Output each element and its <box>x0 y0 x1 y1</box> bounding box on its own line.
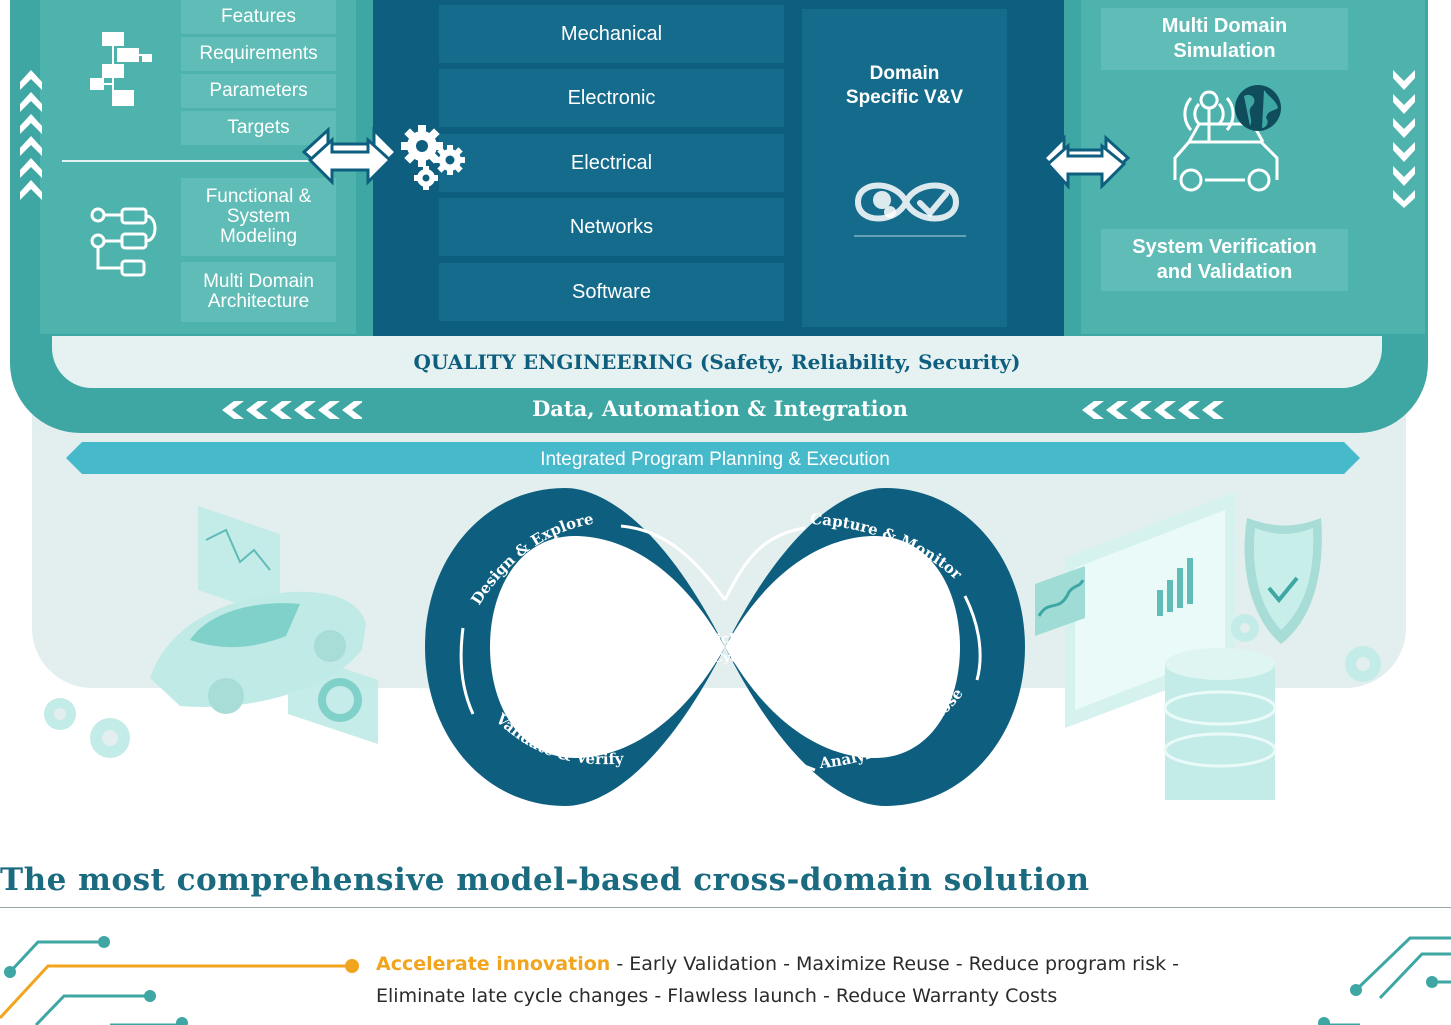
networks-box[interactable]: Networks <box>439 198 784 256</box>
chevron-left-icon <box>222 401 362 419</box>
dashboard-illustration <box>1035 492 1381 800</box>
parameters-label: Parameters <box>209 80 308 102</box>
verification-loop-icon <box>854 182 966 237</box>
globe-icon <box>1235 85 1281 131</box>
benefits-line-1-rest: - Early Validation - Maximize Reuse - Re… <box>610 953 1180 975</box>
multi-domain-architecture-box[interactable]: Multi Domain Architecture <box>181 262 336 322</box>
quality-band <box>52 336 1382 388</box>
mechanical-box[interactable]: Mechanical <box>439 5 784 63</box>
software-box[interactable]: Software <box>439 263 784 321</box>
benefits-line-1: Accelerate innovation - Early Validation… <box>376 953 1179 975</box>
electrical-box[interactable]: Electrical <box>439 134 784 192</box>
multi-domain-simulation-label: Multi Domain Simulation <box>1161 15 1288 62</box>
networks-label: Networks <box>569 215 654 238</box>
data-automation-label: Data, Automation & Integration <box>532 396 908 421</box>
requirements-box[interactable]: Requirements <box>181 37 336 71</box>
functional-modeling-box[interactable]: Functional & System Modeling <box>181 178 336 256</box>
functional-modeling-label: Functional & System Modeling <box>205 186 312 247</box>
system-vv-label: System Verification and Validation <box>1132 236 1317 283</box>
domain-vv-box[interactable] <box>802 9 1007 327</box>
program-planning-label: Integrated Program Planning & Execution <box>540 449 890 470</box>
electronic-label: Electronic <box>567 86 656 109</box>
targets-label: Targets <box>227 117 290 139</box>
gears-icon <box>401 125 465 190</box>
chevron-left-icon <box>1082 401 1224 419</box>
mechanical-label: Mechanical <box>560 22 663 45</box>
bidirectional-arrow-icon <box>301 126 399 186</box>
parameters-box[interactable]: Parameters <box>181 74 336 108</box>
left-divider <box>62 160 322 162</box>
process-flow-icon <box>90 207 157 277</box>
lifecycle-center-line1: Vehicle <box>689 632 743 647</box>
chevron-up-icon <box>20 70 42 200</box>
lifecycle-center-line2: Life Cycle <box>680 651 752 666</box>
system-vv-box[interactable]: System Verification and Validation <box>1101 229 1348 291</box>
features-box[interactable]: Features <box>181 0 336 34</box>
chevron-down-icon <box>1393 70 1415 208</box>
quality-engineering-label: QUALITY ENGINEERING (Safety, Reliability… <box>413 350 1021 374</box>
multi-domain-architecture-label: Multi Domain Architecture <box>203 271 314 312</box>
bidirectional-arrow-icon <box>1041 134 1131 190</box>
software-label: Software <box>572 280 651 303</box>
circuit-decoration-left <box>0 936 359 1025</box>
multi-domain-simulation-box[interactable]: Multi Domain Simulation <box>1101 8 1348 70</box>
accelerate-innovation-label: Accelerate innovation <box>376 953 611 975</box>
lifecycle-infinity-diagram: Design & Explore Capture & Monitor Valid… <box>425 488 1025 806</box>
features-label: Features <box>221 6 296 28</box>
flowchart-icon <box>90 32 152 106</box>
car-illustration <box>44 506 378 758</box>
program-planning-band <box>66 442 1360 474</box>
targets-box[interactable]: Targets <box>181 111 336 145</box>
benefits-line-2: Eliminate late cycle changes - Flawless … <box>376 985 1058 1007</box>
page-heading: The most comprehensive model-based cross… <box>0 862 1090 898</box>
circuit-decoration-right <box>1318 936 1451 1025</box>
connected-car-icon <box>1173 90 1279 192</box>
requirements-label: Requirements <box>199 43 318 65</box>
domain-vv-title: Domain Specific V&V <box>845 63 964 108</box>
heading-divider <box>0 907 1451 908</box>
electronic-box[interactable]: Electronic <box>439 69 784 127</box>
electrical-label: Electrical <box>570 151 653 174</box>
